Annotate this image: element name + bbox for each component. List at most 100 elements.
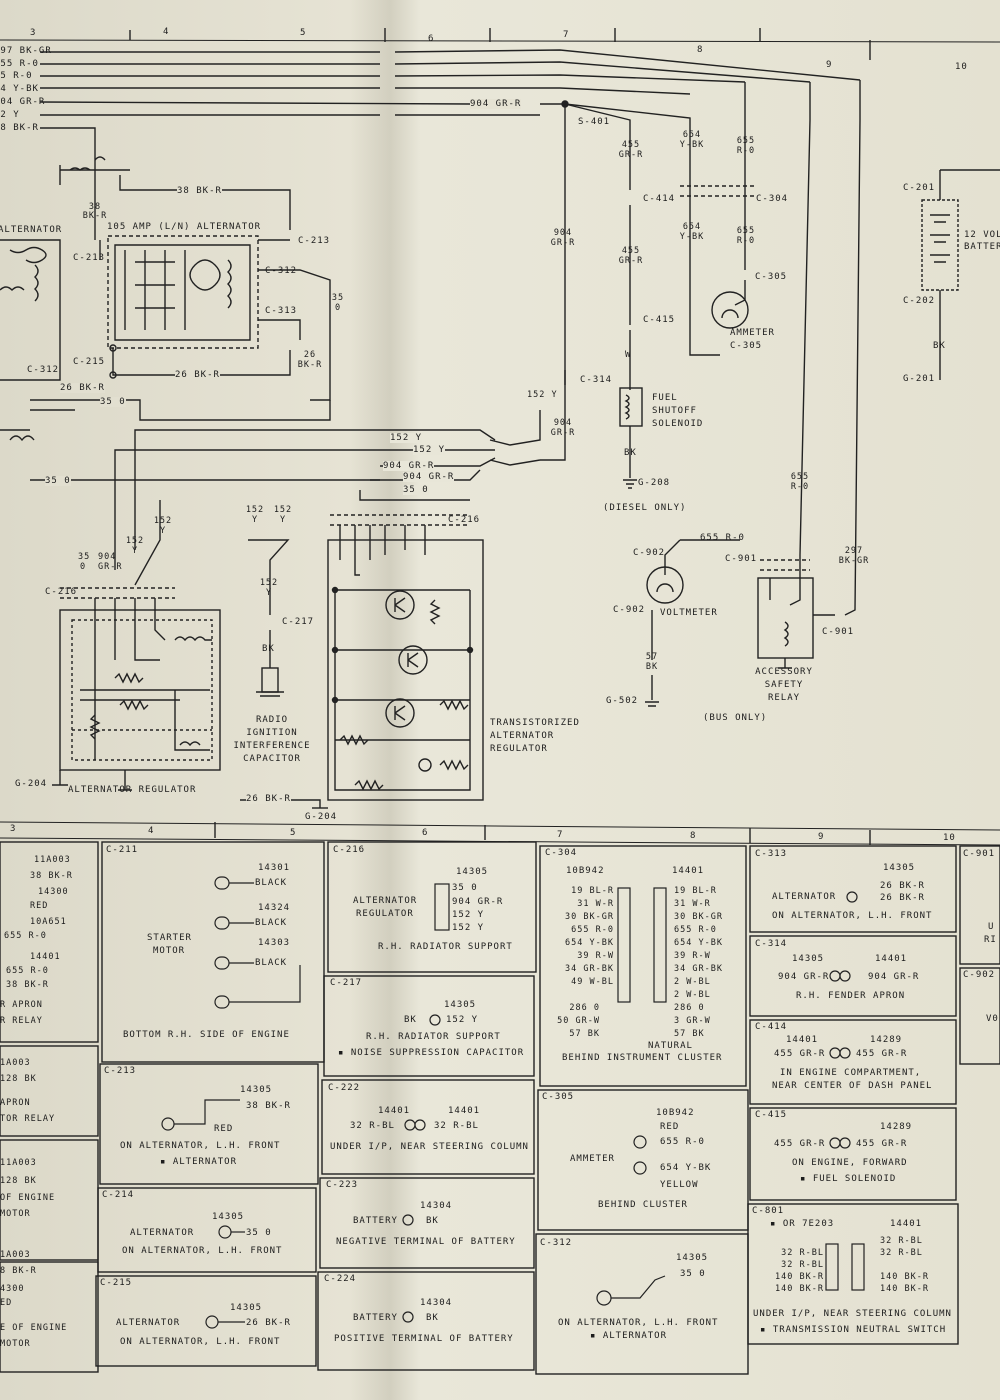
location-label: NEGATIVE TERMINAL OF BATTERY — [336, 1237, 516, 1247]
wire-label: 35 — [78, 552, 91, 562]
wire-color: YELLOW — [660, 1180, 699, 1190]
fragment-text: E OF ENGINE — [0, 1323, 68, 1333]
wire-label: W — [625, 350, 632, 360]
wire-label: 26 BK-R — [880, 893, 925, 903]
note-label: ▪ NOISE SUPPRESSION CAPACITOR — [338, 1048, 525, 1058]
component-label: RADIO — [255, 715, 289, 725]
wire-label: Y — [251, 515, 259, 525]
pin-label: 286 0 — [569, 1003, 600, 1013]
column-number: 4 — [163, 27, 170, 37]
fragment-text: 128 BK — [0, 1074, 37, 1084]
pin-label: 19 BL-R — [674, 886, 717, 896]
pin-label: 655 R-0 — [674, 925, 717, 935]
component-label: FUEL — [652, 393, 678, 403]
column-number: 10 — [943, 833, 956, 843]
pin-label: 19 BL-R — [571, 886, 614, 896]
device-label: MOTOR — [153, 946, 186, 956]
column-number: 6 — [422, 828, 429, 838]
wire-label: R-0 — [790, 482, 810, 492]
location-label: R.H. RADIATOR SUPPORT — [366, 1032, 501, 1042]
device-label: REGULATOR — [356, 909, 414, 919]
component-label: TRANSISTORIZED — [490, 718, 580, 728]
wire-label: 655 — [790, 472, 810, 482]
wire-label: 0 — [80, 562, 87, 572]
connector-label: C-217 — [282, 617, 315, 627]
component-label: ALTERNATOR — [490, 731, 555, 741]
wire-label: 904 GR-R — [550, 228, 576, 248]
wire-label: 152 Y — [413, 445, 446, 455]
device-label: AMMETER — [570, 1154, 615, 1164]
fragment-text: R RELAY — [0, 1016, 43, 1026]
note-label: ▪ TRANSMISSION NEUTRAL SWITCH — [760, 1325, 947, 1335]
wire-label: 297 — [844, 546, 864, 556]
ground-label: G-208 — [638, 478, 671, 488]
wire-label: 904 GR-R — [778, 972, 830, 982]
wire-label: GR-R — [98, 562, 123, 572]
part-number: 14305 — [676, 1253, 709, 1263]
connector-label: C-304 — [756, 194, 789, 204]
component-label: BATTER — [964, 242, 1000, 252]
part-number: 14401 — [672, 866, 705, 876]
wire-label: 26 BK-R — [175, 370, 220, 380]
wire-color: BLACK — [255, 918, 288, 928]
connector-label: C-305 — [755, 272, 788, 282]
fragment-text: ED — [0, 1298, 13, 1308]
pin-label: 655 R-0 — [571, 925, 614, 935]
pin-label: 57 BK — [674, 1029, 705, 1039]
wire-label: 455 GR-R — [618, 140, 644, 160]
wire-label: BK-R — [297, 360, 323, 370]
note-label: ▪ FUEL SOLENOID — [800, 1174, 897, 1184]
device-label: STARTER — [147, 933, 192, 943]
note-label: (BUS ONLY) — [703, 713, 768, 723]
component-label: CAPACITOR — [243, 754, 301, 764]
part-number: 14301 — [258, 863, 291, 873]
wire-label: 455 GR-R — [618, 246, 644, 266]
fragment-text: MOTOR — [0, 1339, 31, 1349]
ground-label: G-204 — [15, 779, 48, 789]
component-label: ALTERNATOR REGULATOR — [68, 785, 197, 795]
column-number: 8 — [697, 45, 704, 55]
fragment-text: MOTOR — [0, 1209, 31, 1219]
location-label: NEAR CENTER OF DASH PANEL — [772, 1081, 933, 1091]
pin-label: 32 R-BL — [880, 1248, 923, 1258]
pin-label: 39 R-W — [577, 951, 614, 961]
connector-id: C-801 — [752, 1206, 785, 1216]
wire-label: 26 BK-R — [880, 881, 925, 891]
part-number: 14289 — [880, 1122, 913, 1132]
pin-label: 2 W-BL — [674, 990, 711, 1000]
location-label: ON ALTERNATOR, L.H. FRONT — [772, 911, 933, 921]
part-number: 14305 — [883, 863, 916, 873]
fragment-text: OF ENGINE — [0, 1193, 56, 1203]
location-label: ON ALTERNATOR, L.H. FRONT — [120, 1141, 281, 1151]
pin-label: 57 BK — [569, 1029, 600, 1039]
column-number: 3 — [10, 824, 17, 834]
wire-label: 904 GR-R — [550, 418, 576, 438]
connector-label: C-216 — [448, 515, 481, 525]
column-number: 8 — [690, 831, 697, 841]
location-label: ON ALTERNATOR, L.H. FRONT — [120, 1337, 281, 1347]
column-number: 7 — [563, 30, 570, 40]
connector-id: C-222 — [328, 1083, 361, 1093]
fragment-text: R APRON — [0, 1000, 43, 1010]
fragment-text: 1A003 — [0, 1250, 31, 1260]
component-label: AMMETER — [730, 328, 775, 338]
fragment-text: 655 R-0 — [4, 931, 47, 941]
wire-color: BLACK — [255, 878, 288, 888]
part-number: 14305 — [456, 867, 489, 877]
connector-id: C-901 — [963, 849, 996, 859]
wire-label: 654 Y-BK — [679, 130, 705, 150]
connector-label: C-313 — [265, 306, 298, 316]
pin-label: 3 GR-W — [674, 1016, 711, 1026]
location-label: BEHIND CLUSTER — [598, 1200, 688, 1210]
pin-label: 2 W-BL — [674, 977, 711, 987]
wire-label: 904 GR-R — [403, 472, 455, 482]
part-number: 10B942 — [566, 866, 605, 876]
connector-id: C-215 — [100, 1278, 133, 1288]
device-label: ALTERNATOR — [116, 1318, 181, 1328]
wire-label: 655 R-0 — [736, 226, 756, 246]
fragment-text: 14300 — [38, 887, 69, 897]
pin-label: 50 GR-W — [557, 1016, 600, 1026]
part-number: 14401 — [875, 954, 908, 964]
part-number: 14401 — [448, 1106, 481, 1116]
